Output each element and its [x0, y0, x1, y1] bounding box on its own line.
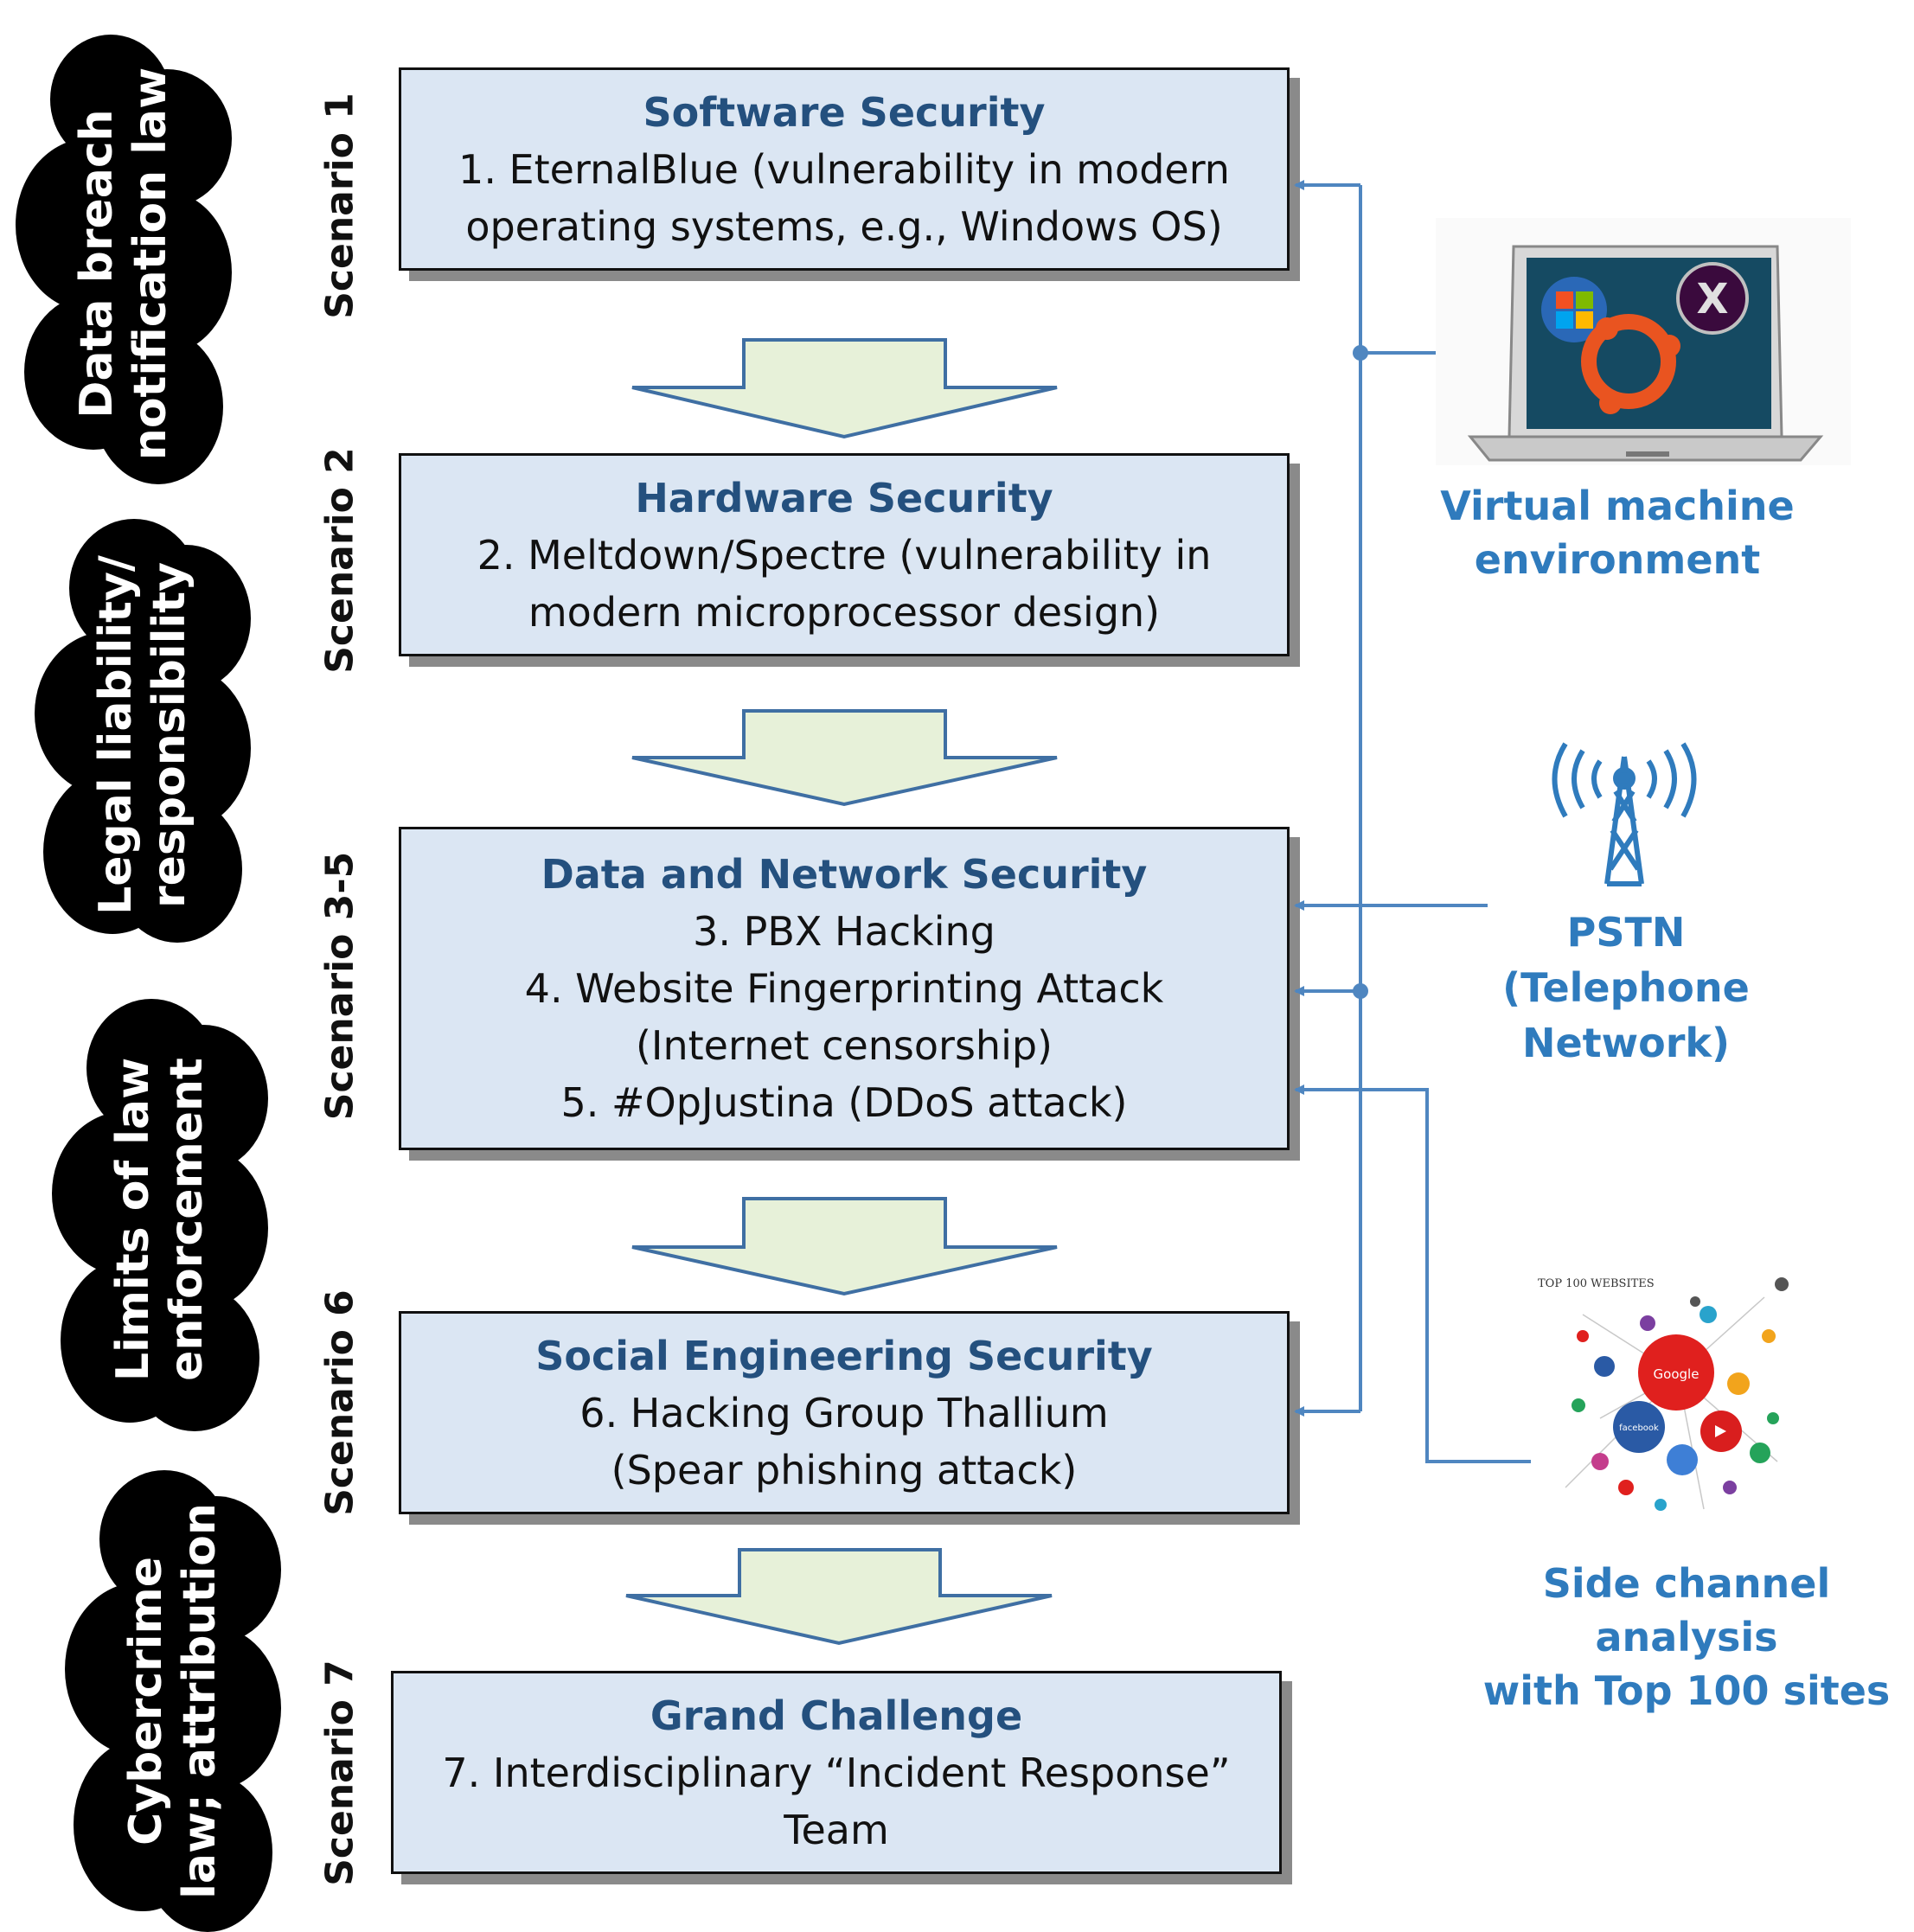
flow-arrow-2-3 [631, 709, 1058, 807]
vm-label-line1: Virtual machine [1440, 483, 1795, 529]
side-channel-connector [1294, 1084, 1540, 1463]
scenario-line: 7. Interdisciplinary “Incident Response” [442, 1749, 1231, 1796]
laptop-os-icon: X [1436, 218, 1851, 465]
flow-arrow-3-4 [631, 1197, 1058, 1296]
scenario-line: modern microprocessor design) [528, 588, 1161, 636]
scenario-box-grand-challenge: Grand Challenge 7. Interdisciplinary “In… [391, 1671, 1282, 1874]
scenario-box-hardware-security: Hardware Security 2. Meltdown/Spectre (v… [399, 453, 1290, 656]
scenario-line: operating systems, e.g., Windows OS) [465, 202, 1223, 250]
scenario-line: 4. Website Fingerprinting Attack [524, 965, 1164, 1012]
pstn-label: PSTN (Telephone Network) [1470, 905, 1782, 1071]
scenario-line: 3. PBX Hacking [693, 908, 995, 955]
bubble-label: facebook [1619, 1423, 1659, 1433]
scenario-title: Software Security [643, 88, 1046, 136]
cloud-legal-liability: Legal liability/responsibility [35, 519, 251, 951]
svg-text:X: X [1696, 275, 1728, 323]
vm-environment-label: Virtual machine environment [1436, 479, 1799, 586]
thumb-title: TOP 100 WEBSITES [1538, 1277, 1655, 1290]
bubble-label: Google [1654, 1366, 1700, 1382]
scenario-line: 2. Meltdown/Spectre (vulnerability in [477, 531, 1212, 579]
top-websites-bubble-chart-icon: TOP 100 WEBSITES Google facebook [1531, 1270, 1792, 1532]
scenario-line: (Internet censorship) [635, 1022, 1053, 1069]
junction-dot [1353, 983, 1368, 999]
side-channel-label: Side channel analysis with Top 100 sites [1462, 1557, 1911, 1718]
scenario-line: (Spear phishing attack) [611, 1446, 1078, 1494]
scenario-line: 6. Hacking Group Thallium [579, 1389, 1109, 1436]
junction-dot [1353, 345, 1368, 361]
scenario-box-software-security: Software Security 1. EternalBlue (vulner… [399, 67, 1290, 271]
side-channel-line1: Side channel analysis [1542, 1560, 1831, 1660]
scenario-title: Grand Challenge [650, 1692, 1023, 1739]
vm-label-line2: environment [1474, 536, 1761, 583]
flow-arrow-4-5 [625, 1548, 1053, 1646]
flow-arrow-1-2 [631, 338, 1058, 439]
scenario-line: 1. EternalBlue (vulnerability in modern [458, 145, 1230, 193]
side-channel-line2: with Top 100 sites [1482, 1667, 1891, 1714]
scenario-title: Data and Network Security [541, 851, 1148, 898]
pstn-label-line2: (Telephone [1502, 964, 1750, 1011]
pstn-label-line1: PSTN [1566, 909, 1686, 956]
pstn-label-line3: Network) [1521, 1020, 1731, 1066]
scenario-box-social-engineering-security: Social Engineering Security 6. Hacking G… [399, 1311, 1290, 1514]
scenario-line: Team [784, 1806, 889, 1853]
cell-tower-icon [1552, 742, 1697, 886]
scenario-title: Social Engineering Security [535, 1332, 1153, 1379]
scenario-box-data-network-security: Data and Network Security 3. PBX Hacking… [399, 827, 1290, 1150]
scenario-line: 5. #OpJustina (DDoS attack) [560, 1079, 1128, 1126]
scenario-title: Hardware Security [635, 474, 1053, 521]
